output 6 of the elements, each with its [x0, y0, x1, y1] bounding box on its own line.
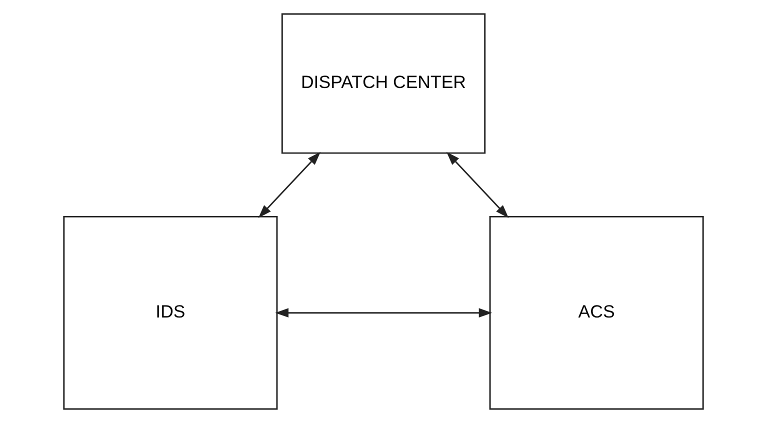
node-box: ACS [488, 216, 704, 410]
arrow [258, 152, 320, 218]
node-box: DISPATCH CENTER [280, 13, 486, 154]
arrow [274, 308, 492, 318]
arrow [446, 152, 508, 218]
node-box: IDS [62, 216, 278, 410]
